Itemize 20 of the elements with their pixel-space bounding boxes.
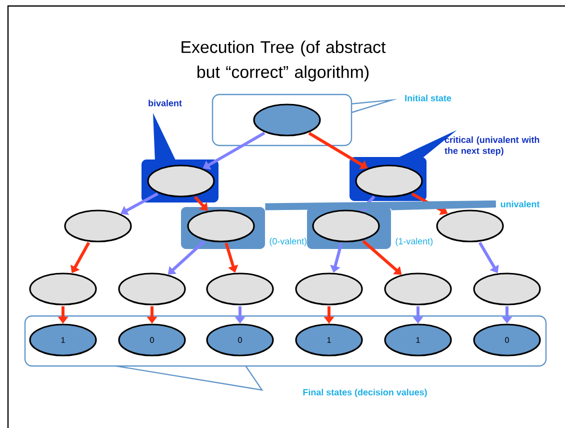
state-ellipse [295, 272, 363, 306]
leader-line [265, 200, 496, 210]
state-ellipse [436, 210, 504, 242]
valence-label: (0-valent) [270, 238, 307, 246]
state-ellipse [187, 210, 255, 242]
state-ellipse [206, 272, 274, 306]
state-ellipse [384, 272, 452, 306]
state-ellipse [312, 210, 380, 242]
valence-label: (1-valent) [396, 238, 433, 246]
title: Execution Tree (of abstract but “correct” algorithm) [182, 40, 386, 82]
arrow [120, 192, 158, 216]
callout-text: Initial state [405, 94, 452, 102]
leader-line [391, 200, 496, 210]
state-ellipse [473, 272, 541, 306]
state-ellipse [29, 272, 97, 306]
callout-text: univalent [500, 200, 540, 208]
callout-text: bivalent [148, 100, 182, 106]
callout-text: Final states (decision values) [303, 388, 427, 398]
state-ellipse [64, 210, 132, 242]
state-ellipse [118, 272, 186, 306]
